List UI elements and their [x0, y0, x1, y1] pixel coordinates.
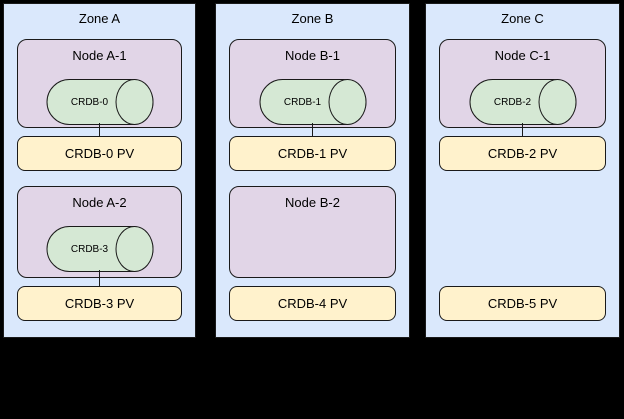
pod-crdb-3-cylinder: CRDB-3 — [46, 226, 153, 272]
pv-crdb-0-label: CRDB-0 PV — [64, 146, 135, 161]
pv-crdb-5: CRDB-5 PV — [439, 286, 606, 321]
cylinder-end-cap — [538, 79, 576, 125]
pv-crdb-4-label: CRDB-4 PV — [277, 296, 348, 311]
pod-crdb-3-label: CRDB-3 — [70, 243, 109, 255]
node-b-1-label: Node B-1 — [285, 48, 340, 63]
zone-b: Zone B Node B-1 CRDB-1 CRDB-1 PV Node B-… — [215, 3, 410, 338]
cylinder-end-cap — [115, 226, 153, 272]
connector-crdb-1-to-pv — [311, 123, 313, 137]
pv-crdb-5-label: CRDB-5 PV — [487, 296, 558, 311]
pv-crdb-1: CRDB-1 PV — [229, 136, 396, 171]
cylinder-end-cap — [115, 79, 153, 125]
zone-a-label: Zone A — [78, 11, 121, 26]
cylinder-end-cap — [328, 79, 366, 125]
node-b-1: Node B-1 CRDB-1 — [229, 39, 396, 128]
node-c-1-label: Node C-1 — [494, 48, 551, 63]
pod-crdb-2-cylinder: CRDB-2 — [469, 79, 576, 125]
pod-crdb-1-cylinder: CRDB-1 — [259, 79, 366, 125]
pv-crdb-2-label: CRDB-2 PV — [487, 146, 558, 161]
node-a-2-label: Node A-2 — [72, 195, 127, 210]
node-a-1: Node A-1 CRDB-0 — [17, 39, 182, 128]
pod-crdb-0-cylinder: CRDB-0 — [46, 79, 153, 125]
node-b-2: Node B-2 — [229, 186, 396, 278]
node-b-2-label: Node B-2 — [285, 195, 340, 210]
connector-crdb-3-to-pv — [98, 270, 100, 287]
pv-crdb-4: CRDB-4 PV — [229, 286, 396, 321]
zone-c: Zone C Node C-1 CRDB-2 CRDB-2 PV CRDB-5 … — [425, 3, 620, 338]
connector-crdb-2-to-pv — [521, 123, 523, 137]
pv-crdb-1-label: CRDB-1 PV — [277, 146, 348, 161]
zone-b-label: Zone B — [291, 11, 334, 26]
node-c-1: Node C-1 CRDB-2 — [439, 39, 606, 128]
pv-crdb-3-label: CRDB-3 PV — [64, 296, 135, 311]
zone-c-label: Zone C — [501, 11, 544, 26]
pod-crdb-0-label: CRDB-0 — [70, 96, 109, 108]
pv-crdb-2: CRDB-2 PV — [439, 136, 606, 171]
zone-a: Zone A Node A-1 CRDB-0 CRDB-0 PV Node A-… — [3, 3, 196, 338]
pv-crdb-3: CRDB-3 PV — [17, 286, 182, 321]
pod-crdb-2-label: CRDB-2 — [493, 96, 532, 108]
pod-crdb-1-label: CRDB-1 — [283, 96, 322, 108]
pv-crdb-0: CRDB-0 PV — [17, 136, 182, 171]
node-a-2: Node A-2 CRDB-3 — [17, 186, 182, 278]
connector-crdb-0-to-pv — [98, 123, 100, 137]
node-a-1-label: Node A-1 — [72, 48, 127, 63]
